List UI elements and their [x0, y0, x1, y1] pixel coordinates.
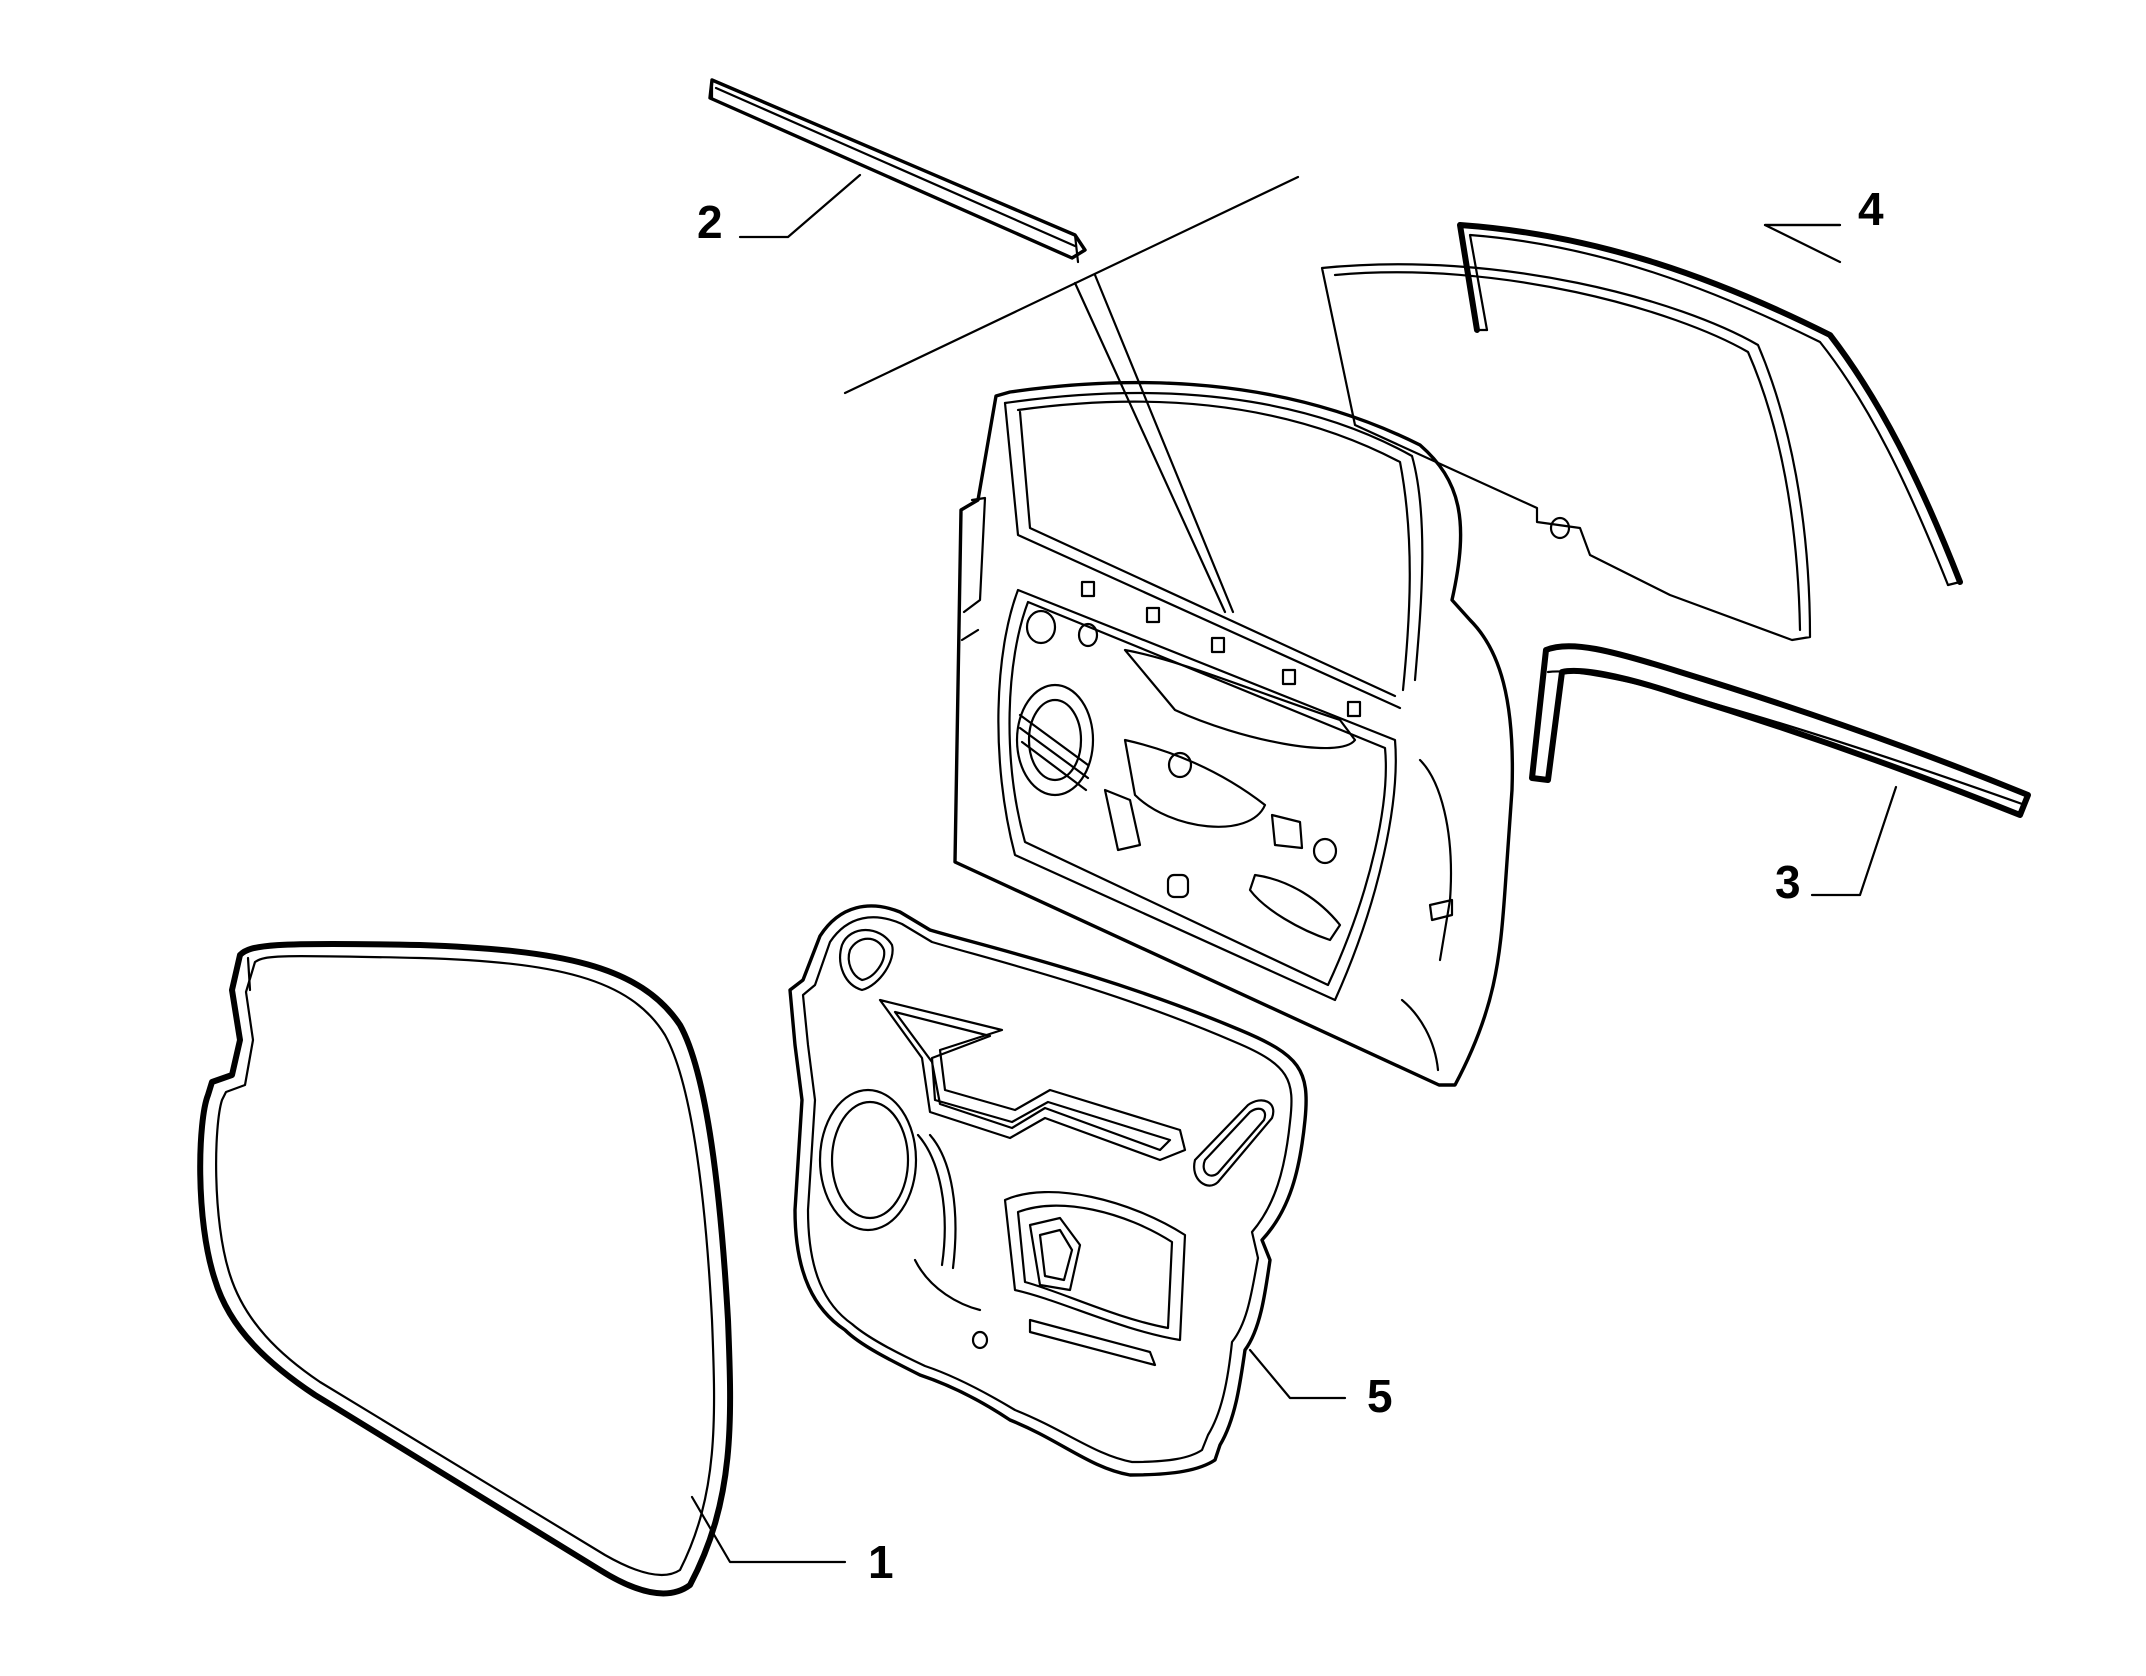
callout-leader-3 [1810, 785, 1898, 897]
window-glass [1320, 263, 1812, 642]
callout-label-5: 5 [1367, 1370, 1393, 1422]
callout-label-2: 2 [697, 196, 723, 248]
part-1-door-seal-weatherstrip [197, 940, 734, 1597]
part-5-inner-door-panel [788, 904, 1308, 1477]
callout-leader-1 [690, 1495, 847, 1564]
door-inner-frame [953, 380, 1515, 1087]
callout-label-4: 4 [1858, 183, 1884, 235]
callout-label-3: 3 [1775, 856, 1801, 908]
part-3-belt-line-seal [1529, 643, 2031, 818]
callout-leader-5 [1248, 1348, 1347, 1400]
part-4-window-run-channel [1457, 222, 1963, 587]
callout-label-1: 1 [868, 1536, 894, 1588]
callout-leader-4 [1763, 223, 1842, 264]
part-2-upper-trim-strip [708, 78, 1087, 264]
callout-leader-2 [738, 173, 862, 239]
section-plane-lines [843, 175, 1300, 614]
